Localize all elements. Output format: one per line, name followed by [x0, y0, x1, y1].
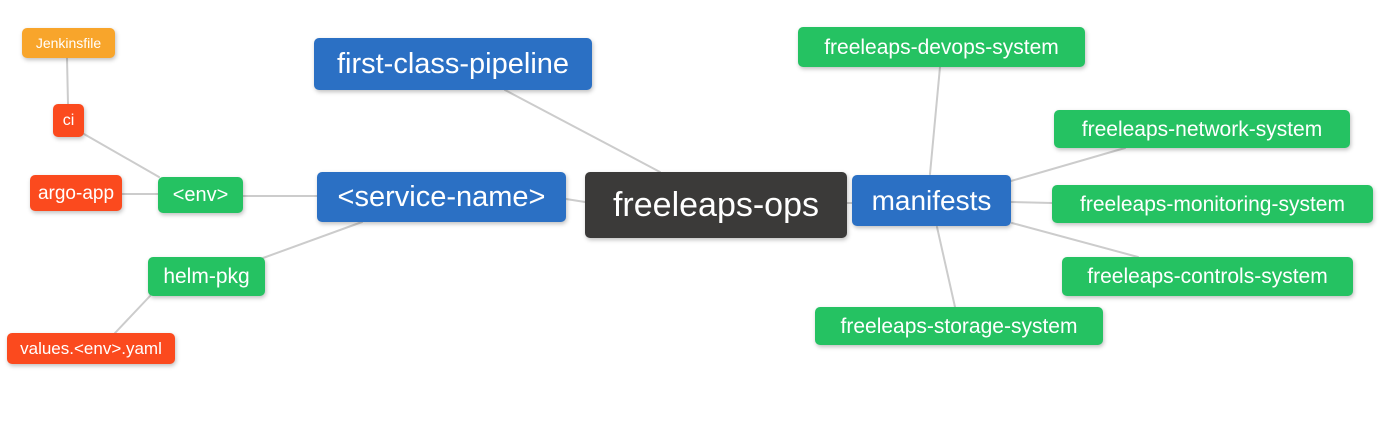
node-ci[interactable]: ci	[53, 104, 84, 137]
node-freeleaps-network-system[interactable]: freeleaps-network-system	[1054, 110, 1350, 148]
edge-manifests-storage	[936, 226, 956, 308]
edge-ci-env	[83, 133, 160, 178]
node-freeleaps-monitoring-system[interactable]: freeleaps-monitoring-system	[1052, 185, 1373, 223]
edge-helmpkg-valuesyaml	[114, 295, 151, 334]
node-env[interactable]: <env>	[158, 177, 243, 213]
edge-manifests-devops	[929, 66, 941, 175]
edge-jenkinsfile-ci	[66, 57, 69, 105]
node-freeleaps-devops-system[interactable]: freeleaps-devops-system	[798, 27, 1085, 67]
node-values-env-yaml[interactable]: values.<env>.yaml	[7, 333, 175, 364]
edge-pipeline-root	[504, 89, 661, 173]
edge-manifests-controls	[1011, 222, 1139, 258]
edge-manifests-network	[1010, 147, 1126, 182]
node-manifests[interactable]: manifests	[852, 175, 1011, 226]
node-freeleaps-storage-system[interactable]: freeleaps-storage-system	[815, 307, 1103, 345]
node-helm-pkg[interactable]: helm-pkg	[148, 257, 265, 296]
node-argo-app[interactable]: argo-app	[30, 175, 122, 211]
edge-servicename-root	[565, 198, 586, 203]
node-service-name[interactable]: <service-name>	[317, 172, 566, 222]
node-first-class-pipeline[interactable]: first-class-pipeline	[314, 38, 592, 90]
edge-manifests-monitoring	[1010, 201, 1053, 204]
node-jenkinsfile[interactable]: Jenkinsfile	[22, 28, 115, 58]
node-freeleaps-ops-root[interactable]: freeleaps-ops	[585, 172, 847, 238]
edge-servicename-helmpkg	[262, 221, 363, 259]
node-freeleaps-controls-system[interactable]: freeleaps-controls-system	[1062, 257, 1353, 296]
